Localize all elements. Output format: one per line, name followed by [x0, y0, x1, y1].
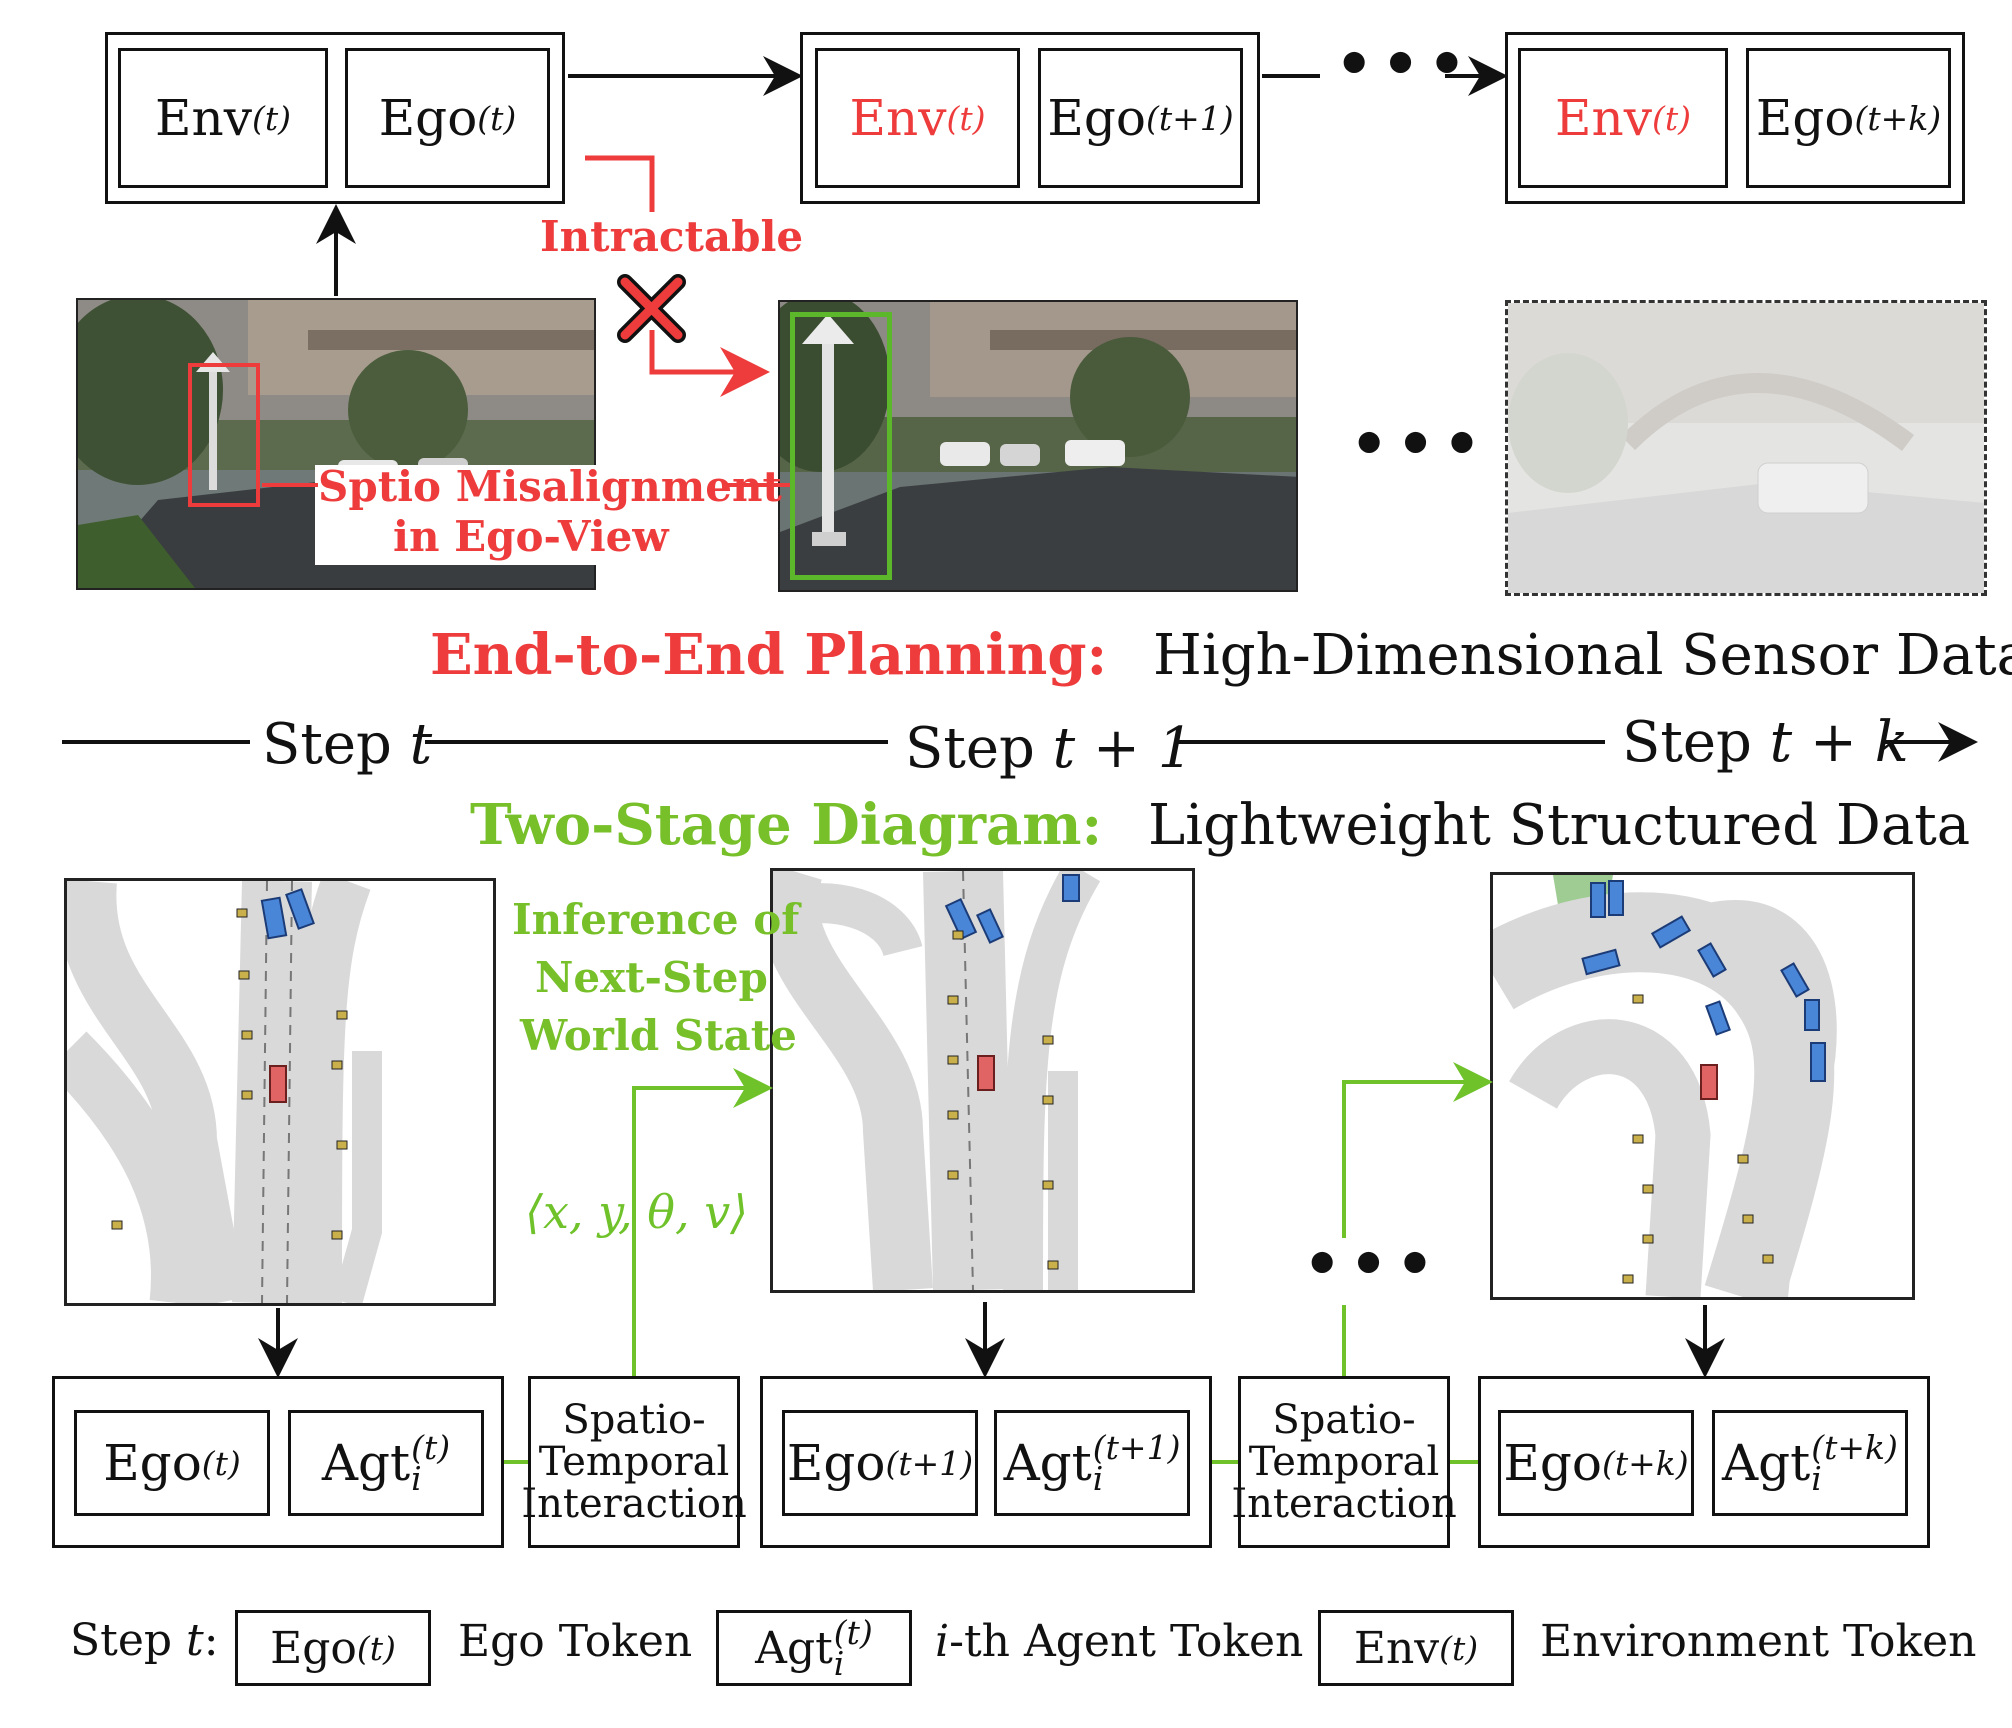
- camera-scene-t: [78, 300, 594, 588]
- camera-image-t1: [778, 300, 1298, 592]
- two-stage-desc: Lightweight Structured Data: [1148, 793, 1971, 858]
- legend-agent-text: i-th Agent Token: [935, 1616, 1304, 1667]
- timeline-step-t: Step t: [262, 712, 433, 777]
- ego-token-bottom-t: Ego(t): [74, 1410, 270, 1516]
- top-ellipsis: •••: [1335, 30, 1475, 100]
- legend-env-box: Env(t): [1318, 1610, 1514, 1686]
- misalign-box-red: [188, 363, 260, 507]
- env-token-tk: Env(t): [1518, 48, 1728, 188]
- ego-label: Ego: [1755, 89, 1855, 147]
- ego-token-tk: Ego(t+k): [1746, 48, 1951, 188]
- env-label: Env: [849, 89, 947, 147]
- legend-env-text: Environment Token: [1540, 1616, 1977, 1667]
- ego-label: Ego: [1047, 89, 1146, 147]
- state-vector: ⟨x, y, θ, v⟩: [525, 1185, 749, 1239]
- ego-token-bottom-tk: Ego(t+k): [1498, 1410, 1694, 1516]
- agent-token-bottom-t1: Agt(t+1)i: [994, 1410, 1190, 1516]
- legend-ego-box: Ego(t): [235, 1610, 431, 1686]
- env-label: Env: [155, 89, 252, 147]
- agent-token-bottom-tk: Agt(t+k)i: [1712, 1410, 1908, 1516]
- agent-token-bottom-t: Agt(t)i: [288, 1410, 484, 1516]
- bev-map-t1: [770, 868, 1195, 1293]
- red-intractable-arrow: [649, 330, 770, 397]
- bev-map-tk: [1490, 872, 1915, 1300]
- aligned-box-green: [790, 312, 892, 580]
- red-intractable-path: [585, 155, 655, 212]
- bev-scene-tk: [1493, 875, 1837, 1297]
- bev-scene-t1: [773, 871, 1101, 1290]
- misalign-label-line2: in Ego-View: [393, 512, 669, 561]
- env-token-t1: Env(t): [815, 48, 1020, 188]
- spatio-temporal-interaction-2: Spatio- Temporal Interaction: [1231, 1376, 1457, 1548]
- env-label: Env: [1555, 89, 1652, 147]
- e2e-heading: End-to-End Planning: High-Dimensional Se…: [430, 622, 2012, 688]
- timeline-step-tk: Step t + k: [1622, 710, 1909, 775]
- env-token-t: Env(t): [118, 48, 328, 188]
- green-arrow-inference-2: [1342, 1062, 1493, 1238]
- legend-agent-box: Agt(t)i: [716, 1610, 912, 1686]
- camera-image-t: [76, 298, 596, 590]
- bev-scene-t: [67, 881, 382, 1303]
- timeline-step-t1: Step t + 1: [905, 716, 1194, 781]
- camera-scene-tk: [1508, 303, 1984, 593]
- ego-token-bottom-t1: Ego(t+1): [782, 1410, 978, 1516]
- e2e-title: End-to-End Planning:: [430, 622, 1108, 688]
- misalign-label-line1: Sptio Misalignment: [318, 462, 782, 511]
- two-stage-title: Two-Stage Diagram:: [470, 792, 1103, 858]
- misalign-label-bg: [315, 465, 722, 565]
- bev-map-t: [64, 878, 496, 1306]
- middle-ellipsis: •••: [1350, 410, 1490, 480]
- camera-image-tk-faded: [1505, 300, 1987, 596]
- cross-icon: [617, 274, 686, 343]
- legend-ego-text: Ego Token: [458, 1616, 693, 1667]
- intractable-label: Intractable: [540, 212, 804, 261]
- bottom-ellipsis: •••: [1303, 1230, 1443, 1300]
- camera-scene-t1: [780, 302, 1296, 590]
- ego-token-t1: Ego(t+1): [1038, 48, 1243, 188]
- ego-label: Ego: [378, 89, 478, 147]
- inference-line2: Next-Step: [535, 953, 768, 1002]
- ego-token-t: Ego(t): [345, 48, 550, 188]
- legend-step: Step t:: [70, 1615, 219, 1666]
- e2e-desc: High-Dimensional Sensor Data: [1153, 623, 2012, 688]
- inference-line1: Inference of: [512, 895, 800, 944]
- spatio-temporal-interaction-1: Spatio- Temporal Interaction: [521, 1376, 747, 1548]
- two-stage-heading: Two-Stage Diagram: Lightweight Structure…: [470, 792, 1970, 858]
- inference-line3: World State: [520, 1011, 797, 1060]
